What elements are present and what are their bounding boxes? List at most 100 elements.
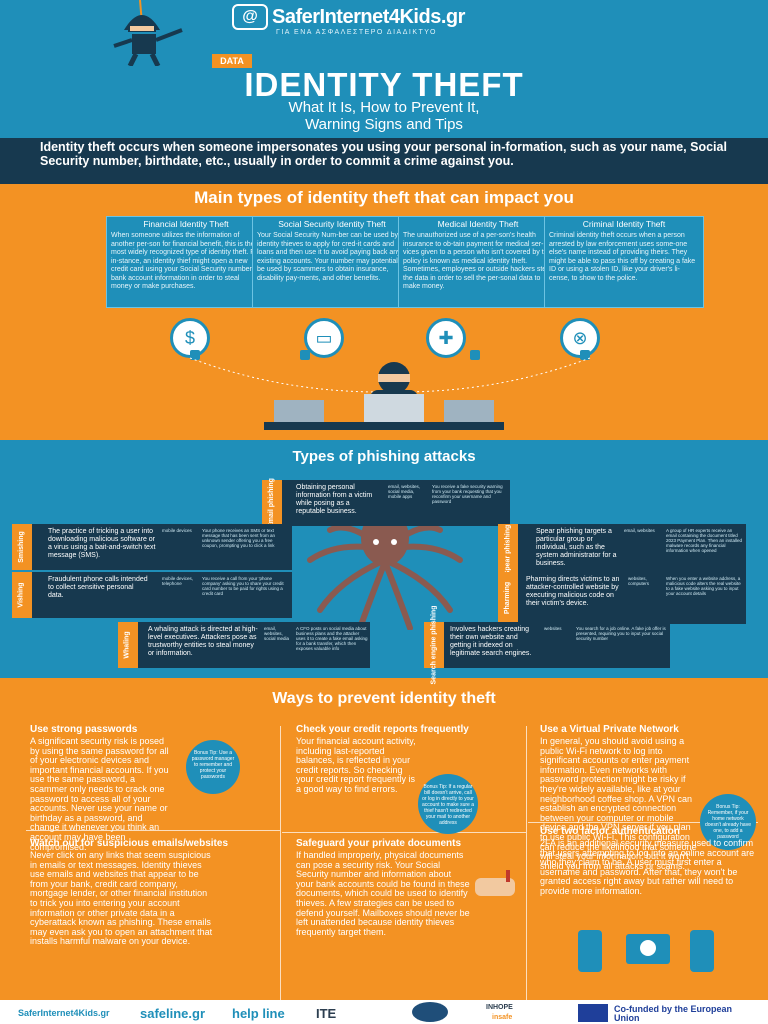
doctor-icon: ✚ bbox=[426, 318, 466, 358]
connector-lines bbox=[189, 357, 591, 393]
eu-flag-icon bbox=[578, 1004, 608, 1022]
page-subtitle: What It Is, How to Prevent It, Warning S… bbox=[0, 99, 768, 133]
divider bbox=[282, 832, 526, 833]
phish-channel: websites bbox=[544, 626, 562, 631]
phish-vishing: Vishing Fraudulent phone calls intended … bbox=[12, 572, 292, 618]
logo-subtitle: ΓΙΑ ΕΝΑ ΑΣΦΑΛΕΣΤΕΡΟ ΔΙΑΔΙΚΤΥΟ bbox=[276, 29, 438, 36]
card-text: Criminal identity theft occurs when a pe… bbox=[549, 232, 696, 282]
phish-example: You search for a job online. A fake job … bbox=[576, 626, 666, 641]
types-title: Main types of identity theft that can im… bbox=[194, 188, 574, 207]
phish-example: A group of HR experts receive an email c… bbox=[666, 528, 742, 553]
card-text: Your Social Security Num-ber can be used… bbox=[257, 232, 403, 282]
card-title: Criminal Identity Theft bbox=[582, 219, 666, 229]
hacker-illustration bbox=[264, 362, 504, 430]
two-factor-illustration bbox=[578, 930, 714, 972]
prevent-title: Ways to prevent identity theft bbox=[272, 690, 496, 707]
phish-tab: Whaling bbox=[118, 622, 138, 668]
card-medical: Medical Identity Theft The unauthorized … bbox=[398, 216, 558, 308]
footer-logo-inhope: INHOPE bbox=[486, 1004, 513, 1011]
phish-channel: email, websites, social media, mobile ap… bbox=[388, 484, 421, 499]
phish-tab-label: Pharming bbox=[504, 581, 512, 615]
tip-text: Your financial account activity, includi… bbox=[296, 736, 416, 794]
phish-example: A CFO posts on social media about busine… bbox=[296, 626, 368, 651]
phish-tab-label: Vishing bbox=[18, 582, 25, 608]
tip-suspicious-emails: Watch out for suspicious emails/websites… bbox=[30, 838, 274, 947]
phish-desc: A whaling attack is directed at high-lev… bbox=[148, 626, 258, 657]
handcuffs-glyph: ⊗ bbox=[572, 328, 588, 348]
footer-logo-saferinternet: SaferInternet4Kids.gr bbox=[18, 1008, 110, 1018]
footer-seal-logo bbox=[412, 1002, 448, 1022]
phish-tab: Spear phishing bbox=[498, 524, 518, 576]
divider bbox=[526, 726, 527, 1001]
footer-logo-helpline: help line bbox=[232, 1006, 285, 1021]
handcuffs-icon: ⊗ bbox=[560, 318, 600, 358]
phish-tab: Email phishing bbox=[262, 478, 282, 528]
bonus-tip: Bonus Tip: Remember, if your home networ… bbox=[700, 794, 756, 850]
tip-text: 2FA is an additional security measure us… bbox=[540, 838, 755, 896]
phish-example: Your phone receives an SMS or text messa… bbox=[202, 528, 276, 548]
footer-logo-safeline: safeline.gr bbox=[140, 1006, 206, 1021]
phish-example: When you enter a website address, a mali… bbox=[666, 576, 741, 596]
tip-text: In general, you should avoid using a pub… bbox=[540, 736, 697, 871]
tip-title: Watch out for suspicious emails/websites bbox=[30, 838, 229, 849]
phish-desc: Obtaining personal information from a vi… bbox=[296, 484, 373, 515]
card-title: Financial Identity Theft bbox=[143, 219, 229, 229]
phish-desc: Spear phishing targets a particular grou… bbox=[536, 528, 617, 567]
tip-title: Use a Virtual Private Network bbox=[540, 724, 679, 735]
phish-channel: websites, computers bbox=[628, 576, 650, 586]
phish-tab-label: Search engine phishing bbox=[430, 605, 437, 685]
phish-desc: The practice of tricking a user into dow… bbox=[48, 528, 156, 559]
footer-logo-insafe: insafe bbox=[492, 1014, 513, 1021]
money-glyph: $ bbox=[184, 328, 195, 348]
phish-example: You receive a fake security warning from… bbox=[432, 484, 503, 504]
phish-tab-label: Whaling bbox=[124, 631, 131, 659]
phish-desc: Fraudulent phone calls intended to colle… bbox=[48, 576, 148, 599]
tip-strong-passwords: Use strong passwords A significant secur… bbox=[30, 724, 274, 852]
phish-whaling: Whaling A whaling attack is directed at … bbox=[118, 622, 370, 668]
tip-vpn: Use a Virtual Private Network In general… bbox=[540, 724, 756, 871]
phish-search-engine: Search engine phishing Involves hackers … bbox=[424, 606, 670, 684]
phish-channel: mobile devices bbox=[162, 528, 192, 533]
tip-credit-reports: Check your credit reports frequently You… bbox=[296, 724, 522, 795]
tip-text: A significant security risk is posed by … bbox=[30, 736, 169, 852]
mailbox-icon bbox=[475, 870, 515, 896]
footer-background bbox=[0, 1000, 768, 1024]
data-tag: DATA bbox=[212, 54, 252, 68]
tip-title: Safeguard your private documents bbox=[296, 838, 462, 849]
logo-icon: @ bbox=[232, 4, 268, 30]
lock-icon bbox=[190, 350, 200, 360]
logo-text: SaferInternet4Kids.gr bbox=[272, 6, 465, 28]
phish-tab: Search engine phishing bbox=[424, 606, 444, 684]
tip-title: Use two factor authentication bbox=[540, 826, 681, 837]
phish-smishing: Smishing The practice of tricking a user… bbox=[12, 524, 292, 570]
tip-text: Never click on any links that seem suspi… bbox=[30, 850, 213, 947]
tip-private-documents: Safeguard your private documents If hand… bbox=[296, 838, 522, 937]
thief-illustration bbox=[113, 0, 183, 66]
footer-logo-ite: ITE bbox=[316, 1006, 337, 1021]
tip-title: Check your credit reports frequently bbox=[296, 724, 469, 735]
page-title: IDENTITY THEFT bbox=[244, 66, 524, 103]
phish-example: You receive a call from your 'phone comp… bbox=[202, 576, 284, 596]
phish-channel: email, websites bbox=[624, 528, 655, 533]
phish-pharming: Pharming Pharming directs victims to an … bbox=[498, 572, 746, 624]
divider bbox=[26, 830, 280, 831]
phish-tab-label: Email phishing bbox=[268, 478, 276, 528]
tip-two-factor: Use two factor authentication 2FA is an … bbox=[540, 826, 756, 897]
card-title: Social Security Identity Theft bbox=[278, 219, 386, 229]
phish-channel: mobile devices, telephone bbox=[162, 576, 194, 586]
card-text: When someone utilizes the information of… bbox=[111, 232, 261, 290]
phish-tab: Smishing bbox=[12, 524, 32, 570]
tip-text: If handled improperly, physical document… bbox=[296, 850, 470, 937]
card-text: The unauthorized use of a per-son's heal… bbox=[403, 232, 552, 290]
footer-eu-text: Co-funded by the European Union bbox=[614, 1004, 732, 1023]
card-icon: ▭ bbox=[304, 318, 344, 358]
phish-desc: Pharming directs victims to an attacker-… bbox=[526, 576, 620, 607]
lock-icon bbox=[300, 350, 310, 360]
tip-title: Use strong passwords bbox=[30, 724, 138, 735]
phish-tab-label: Smishing bbox=[18, 531, 26, 563]
card-criminal: Criminal Identity Theft Criminal identit… bbox=[544, 216, 704, 308]
phish-channel: email, websites, social media bbox=[264, 626, 290, 641]
card-financial: Financial Identity Theft When someone ut… bbox=[106, 216, 266, 308]
phish-tab: Pharming bbox=[498, 572, 518, 624]
phish-email: Email phishing Obtaining personal inform… bbox=[262, 478, 510, 528]
